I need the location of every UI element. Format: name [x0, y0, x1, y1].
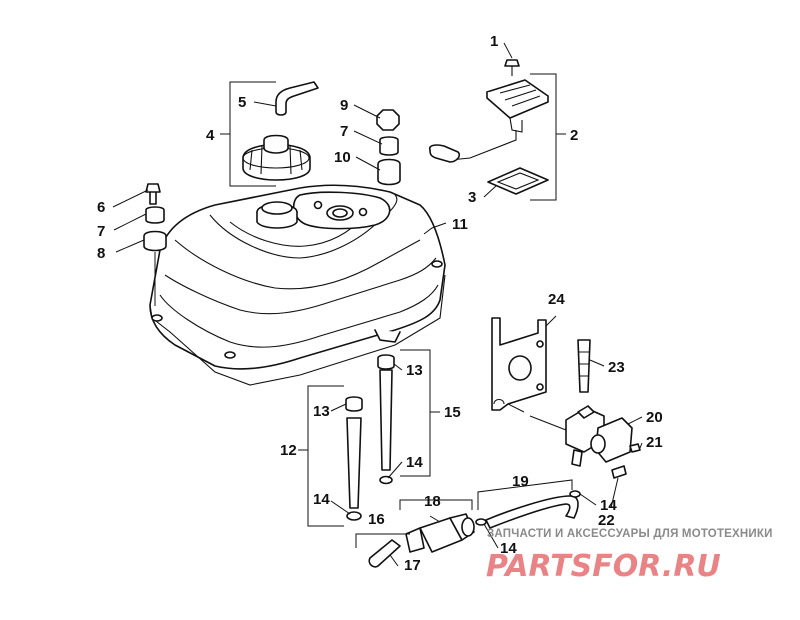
vent-hose — [275, 81, 319, 116]
callout-numbers: 1 2 3 4 5 6 7 7 8 9 10 11 12 13 13 14 14… — [97, 33, 663, 574]
callout-8: 8 — [97, 245, 105, 262]
leader-lines — [112, 42, 643, 567]
grommet — [377, 158, 401, 186]
short-hose — [368, 539, 401, 568]
watermark-subtitle: ЗАПЧАСТИ И АКСЕССУАРЫ ДЛЯ МОТОТЕХНИКИ — [487, 528, 773, 540]
callout-19: 19 — [512, 473, 529, 490]
bolt — [145, 183, 161, 205]
fuel-tank — [149, 184, 446, 386]
callout-18: 18 — [424, 493, 441, 510]
callout-2: 2 — [570, 127, 578, 144]
callout-22: 22 — [598, 512, 615, 529]
callout-14-right: 14 — [600, 497, 617, 514]
watermark: ЗАПЧАСТИ И АКСЕССУАРЫ ДЛЯ МОТОТЕХНИКИ PA… — [486, 528, 773, 584]
callout-21: 21 — [646, 434, 663, 451]
callout-4: 4 — [206, 127, 215, 144]
callout-6: 6 — [97, 199, 105, 216]
callout-17: 17 — [404, 557, 421, 574]
callout-5: 5 — [238, 94, 246, 111]
sender-gasket — [487, 167, 549, 195]
callout-10: 10 — [334, 149, 351, 166]
washer-left — [145, 206, 165, 224]
hose-clamp — [475, 518, 487, 526]
fuel-filter — [405, 513, 475, 553]
callout-24: 24 — [548, 291, 565, 308]
callout-14-bottom: 14 — [500, 540, 517, 557]
fuel-cap — [242, 134, 311, 181]
watermark-logo: PARTSFOR.RU — [486, 549, 721, 584]
grommet-left — [143, 230, 167, 252]
group-brackets — [220, 73, 573, 548]
callout-20: 20 — [646, 409, 663, 426]
fuel-strainer — [577, 339, 591, 393]
callout-13-left: 13 — [313, 403, 330, 420]
fuel-hose-left — [345, 396, 363, 521]
callout-7-left: 7 — [97, 223, 105, 240]
callout-16: 16 — [368, 511, 385, 528]
fuel-gauge-sender — [428, 79, 549, 163]
nut — [376, 109, 400, 131]
callout-23: 23 — [608, 359, 625, 376]
sender-screw — [504, 59, 520, 76]
callout-1: 1 — [490, 33, 498, 50]
hose-clamp — [569, 490, 581, 498]
mounting-bracket — [491, 317, 547, 411]
callout-15: 15 — [444, 404, 461, 421]
callout-3: 3 — [468, 189, 476, 206]
valve-screw-21 — [629, 443, 641, 453]
fuel-valve — [565, 405, 633, 467]
callout-11: 11 — [452, 216, 468, 233]
callout-12: 12 — [280, 442, 297, 459]
fuel-hose-right — [377, 354, 395, 485]
callout-14-left: 14 — [313, 491, 330, 508]
callout-9: 9 — [340, 97, 348, 114]
valve-screw-22 — [611, 465, 627, 479]
callout-7-right: 7 — [340, 123, 348, 140]
long-fuel-hose — [485, 495, 579, 529]
washer — [379, 136, 399, 156]
callout-13-right: 13 — [406, 362, 423, 379]
callout-14-mid: 14 — [406, 454, 423, 471]
